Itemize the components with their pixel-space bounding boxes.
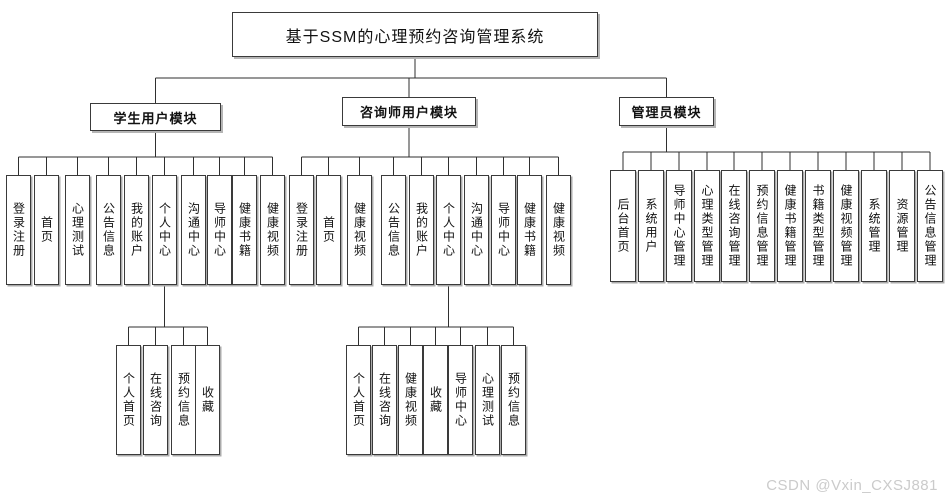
tree-leaf: 健康视频	[260, 175, 285, 285]
leaf-label: 健康书籍	[237, 202, 252, 258]
root-node: 基于SSM的心理预约咨询管理系统	[232, 12, 598, 57]
leaf-label: 心理测试	[480, 372, 495, 428]
tree-leaf: 沟通中心	[464, 175, 489, 285]
tree-leaf: 预约信息	[501, 345, 526, 455]
leaf-label: 公告信息	[386, 202, 401, 258]
leaf-label: 收藏	[428, 386, 443, 414]
tree-leaf: 健康视频	[347, 175, 372, 285]
tree-leaf: 健康书籍管理	[777, 170, 803, 282]
leaf-label: 健康书籍	[522, 202, 537, 258]
leaf-label: 健康视频	[551, 202, 566, 258]
leaf-label: 书籍类型管理	[811, 184, 825, 268]
tree-leaf: 导师中心	[207, 175, 232, 285]
leaf-label: 沟通中心	[186, 202, 201, 258]
leaf-label: 登录注册	[294, 202, 309, 258]
leaf-label: 我的账户	[414, 202, 429, 258]
tree-leaf: 健康书籍	[232, 175, 257, 285]
leaf-label: 个人中心	[157, 202, 172, 258]
tree-leaf: 首页	[316, 175, 341, 285]
module-label: 管理员模块	[631, 105, 702, 120]
leaf-label: 健康视频管理	[839, 184, 853, 268]
tree-leaf: 导师中心	[491, 175, 516, 285]
leaf-label: 后台首页	[616, 198, 630, 254]
leaf-label: 预约信息	[176, 372, 191, 428]
tree-leaf: 心理测试	[65, 175, 90, 285]
leaf-label: 预约信息管理	[755, 184, 769, 268]
leaf-label: 公告信息管理	[923, 184, 937, 268]
leaf-label: 健康视频	[352, 202, 367, 258]
tree-leaf: 系统用户	[638, 170, 664, 282]
leaf-label: 在线咨询	[148, 372, 163, 428]
tree-leaf: 资源管理	[889, 170, 915, 282]
leaf-label: 心理测试	[70, 202, 85, 258]
leaf-label: 健康书籍管理	[783, 184, 797, 268]
module-label: 咨询师用户模块	[359, 105, 458, 120]
leaf-label: 个人首页	[121, 372, 136, 428]
tree-leaf: 健康视频管理	[833, 170, 859, 282]
leaf-label: 导师中心	[212, 202, 227, 258]
tree-leaf: 我的账户	[409, 175, 434, 285]
tree-leaf: 导师中心	[448, 345, 473, 455]
tree-leaf: 个人中心	[436, 175, 461, 285]
tree-leaf: 心理类型管理	[694, 170, 720, 282]
tree-leaf: 登录注册	[6, 175, 31, 285]
leaf-label: 健康视频	[265, 202, 280, 258]
leaf-label: 导师中心	[453, 372, 468, 428]
tree-leaf: 在线咨询管理	[721, 170, 747, 282]
leaf-label: 公告信息	[101, 202, 116, 258]
tree-leaf: 在线咨询	[143, 345, 168, 455]
tree-leaf: 预约信息管理	[749, 170, 775, 282]
tree-leaf: 后台首页	[610, 170, 636, 282]
leaf-label: 沟通中心	[469, 202, 484, 258]
leaf-label: 导师中心管理	[672, 184, 686, 268]
module-node-student: 学生用户模块	[90, 103, 221, 131]
tree-leaf: 健康视频	[546, 175, 571, 285]
leaf-label: 系统管理	[867, 198, 881, 254]
tree-leaf: 公告信息	[381, 175, 406, 285]
tree-leaf: 首页	[34, 175, 59, 285]
tree-leaf: 个人首页	[116, 345, 141, 455]
module-label: 学生用户模块	[113, 110, 198, 126]
tree-leaf: 导师中心管理	[666, 170, 692, 282]
leaf-label: 心理类型管理	[700, 184, 714, 268]
leaf-label: 资源管理	[895, 198, 909, 254]
tree-leaf: 在线咨询	[372, 345, 397, 455]
tree-leaf: 健康视频	[398, 345, 423, 455]
root-node-label: 基于SSM的心理预约咨询管理系统	[285, 28, 545, 46]
module-node-admin: 管理员模块	[619, 97, 714, 126]
module-node-counselor: 咨询师用户模块	[342, 97, 476, 126]
tree-leaf: 登录注册	[289, 175, 314, 285]
leaf-label: 健康视频	[403, 372, 418, 428]
leaf-label: 系统用户	[644, 198, 658, 254]
tree-leaf: 我的账户	[124, 175, 149, 285]
leaf-label: 导师中心	[496, 202, 511, 258]
tree-leaf: 个人首页	[346, 345, 371, 455]
tree-leaf: 心理测试	[475, 345, 500, 455]
leaf-label: 我的账户	[129, 202, 144, 258]
leaf-label: 首页	[39, 216, 54, 244]
tree-leaf: 个人中心	[152, 175, 177, 285]
tree-leaf: 公告信息	[96, 175, 121, 285]
leaf-label: 个人首页	[351, 372, 366, 428]
tree-leaf: 书籍类型管理	[805, 170, 831, 282]
tree-leaf: 预约信息	[171, 345, 196, 455]
tree-leaf: 收藏	[195, 345, 220, 455]
leaf-label: 登录注册	[11, 202, 26, 258]
tree-leaf: 健康书籍	[517, 175, 542, 285]
leaf-label: 个人中心	[441, 202, 456, 258]
leaf-label: 在线咨询管理	[727, 184, 741, 268]
tree-leaf: 公告信息管理	[917, 170, 943, 282]
watermark-text: CSDN @Vxin_CXSJ881	[766, 477, 938, 494]
tree-leaf: 系统管理	[861, 170, 887, 282]
leaf-label: 首页	[321, 216, 336, 244]
tree-leaf: 沟通中心	[181, 175, 206, 285]
leaf-label: 预约信息	[506, 372, 521, 428]
tree-leaf: 收藏	[423, 345, 448, 455]
leaf-label: 在线咨询	[377, 372, 392, 428]
leaf-label: 收藏	[200, 386, 215, 414]
